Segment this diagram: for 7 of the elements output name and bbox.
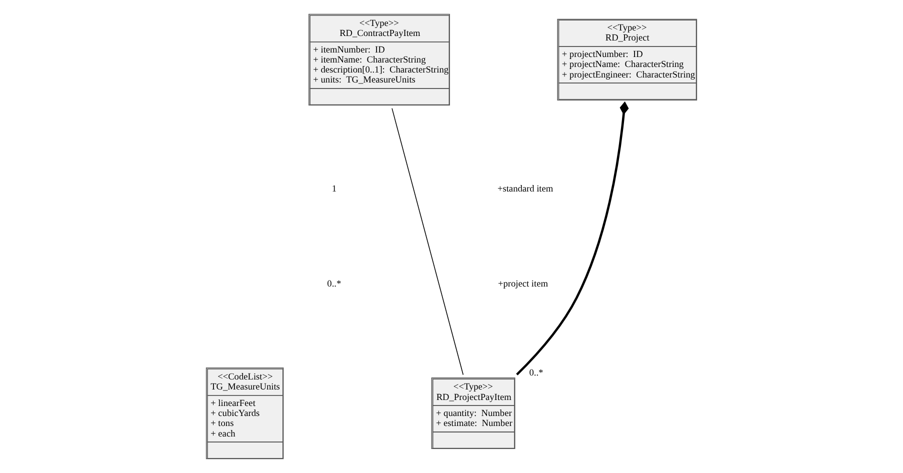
label: 0..* xyxy=(327,279,342,290)
label: +project item xyxy=(498,279,548,290)
label: +standard item xyxy=(497,184,554,195)
connector xyxy=(516,101,629,376)
connector xyxy=(392,108,464,376)
label: 1 xyxy=(332,184,336,195)
edge-label: 0..* xyxy=(529,368,544,378)
